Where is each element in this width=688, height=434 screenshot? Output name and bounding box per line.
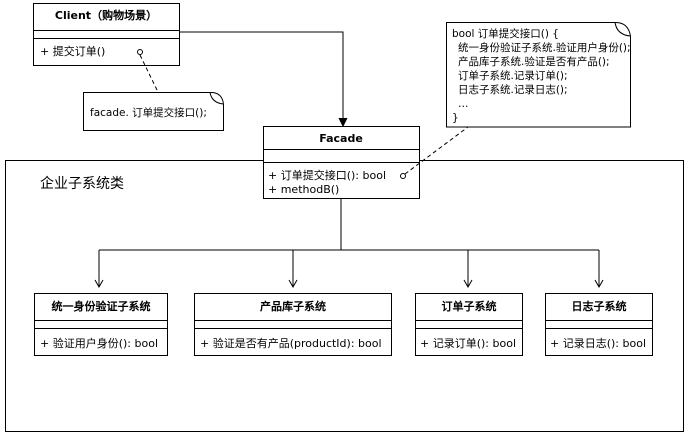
subsystem-order-class[interactable]: 订单子系统 + 记录订单(): bool [415,293,523,356]
facade-note-line-4: 订单子系统.记录订单(); [458,69,568,82]
subsystem-product-name: 产品库子系统 [260,299,326,313]
subsystem-product-operation: + 验证是否有产品(productId): bool [200,336,382,350]
subsystem-order-operation: + 记录订单(): bool [420,337,516,350]
facade-operation-2: + methodB() [268,183,339,196]
facade-class[interactable]: Facade + 订单提交接口(): bool + methodB() [263,126,420,199]
client-note-text: facade. 订单提交接口(); [90,106,207,119]
package-name: 企业子系统类 [40,175,124,192]
facade-note-line-5: 日志子系统.记录日志(); [458,83,568,96]
client-facade-arrowhead [339,118,347,126]
arrowhead-log [594,279,604,289]
facade-class-name: Facade [319,132,363,145]
facade-note-line-2: 统一身份验证子系统.验证用户身份(); [458,41,631,54]
subsystem-identity-operation: + 验证用户身份(): bool [40,336,158,350]
arrowhead-identity [94,279,104,289]
facade-note-link [404,126,469,175]
subsystem-log-class[interactable]: 日志子系统 + 记录日志(): bool [545,293,653,356]
subsystem-product-class[interactable]: 产品库子系统 + 验证是否有产品(productId): bool [194,293,392,356]
facade-note-line-7: } [452,112,459,124]
client-class[interactable]: Client（购物场景） + 提交订单() [33,3,180,66]
facade-operation-1: + 订单提交接口(): bool [268,168,386,182]
facade-note[interactable]: bool 订单提交接口() { 统一身份验证子系统.验证用户身份(); 产品库子… [446,21,631,128]
arrowhead-product [288,279,298,289]
facade-note-anchor [400,173,406,179]
facade-note-line-3: 产品库子系统.验证是否有产品(); [458,55,610,68]
client-class-name: Client（购物场景） [55,8,157,22]
client-operation: + 提交订单() [40,44,105,58]
facade-note-line-1: bool 订单提交接口() { [452,27,559,40]
client-note[interactable]: facade. 订单提交接口(); [83,91,224,131]
subsystem-identity-name: 统一身份验证子系统 [52,299,151,313]
subsystem-order-name: 订单子系统 [442,299,497,313]
subsystem-identity-class[interactable]: 统一身份验证子系统 + 验证用户身份(): bool [34,293,168,356]
client-facade-association [179,31,344,118]
arrowhead-order [463,279,473,289]
facade-note-line-6: … [458,98,469,110]
client-note-anchor [137,49,143,55]
subsystem-log-operation: + 记录日志(): bool [550,337,646,350]
subsystem-log-name: 日志子系统 [572,299,627,313]
facade-subsystem-connectors [94,199,604,289]
